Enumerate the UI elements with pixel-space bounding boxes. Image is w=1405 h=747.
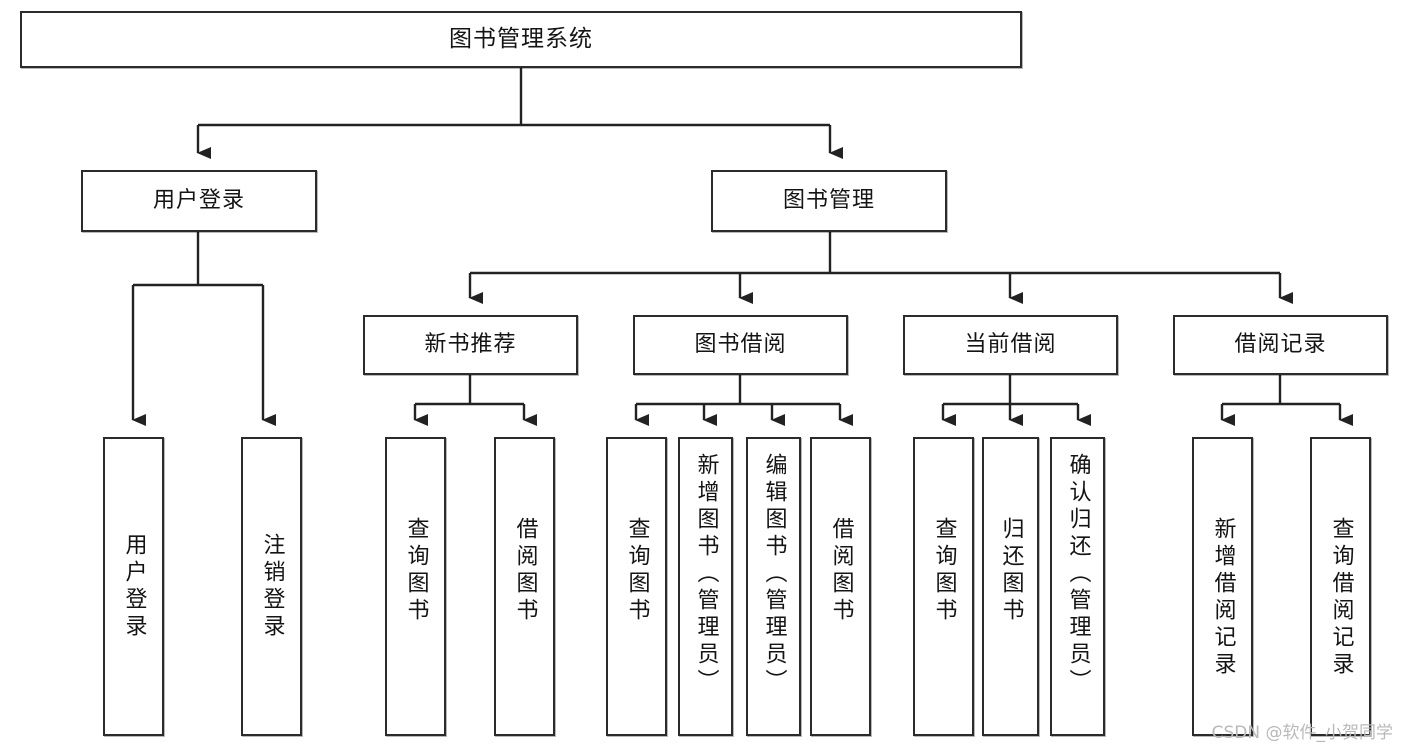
leaf-confirm-return[interactable]: 确认归还（管理员） xyxy=(1050,437,1105,736)
node-new-book-recommend-label: 新书推荐 xyxy=(424,332,517,358)
node-borrow-record[interactable]: 借阅记录 xyxy=(1173,315,1388,375)
node-book-management[interactable]: 图书管理 xyxy=(711,170,947,232)
leaf-borrow-book-2-label: 借阅图书 xyxy=(828,517,854,625)
leaf-query-record[interactable]: 查询借阅记录 xyxy=(1310,437,1371,736)
leaf-query-book-1-label: 查询图书 xyxy=(403,517,429,625)
leaf-return-book[interactable]: 归还图书 xyxy=(982,437,1039,736)
node-user-login-label: 用户登录 xyxy=(152,188,245,214)
leaf-query-book-3[interactable]: 查询图书 xyxy=(913,437,974,736)
leaf-logout-label: 注销登录 xyxy=(259,533,285,641)
leaf-confirm-return-label: 确认归还（管理员） xyxy=(1065,453,1091,696)
node-root-label: 图书管理系统 xyxy=(449,26,593,53)
leaf-query-book-2-label: 查询图书 xyxy=(624,517,650,625)
leaf-query-book-1[interactable]: 查询图书 xyxy=(385,437,446,736)
node-borrow-record-label: 借阅记录 xyxy=(1234,332,1327,358)
leaf-add-book[interactable]: 新增图书（管理员） xyxy=(678,437,733,736)
leaf-borrow-book-2[interactable]: 借阅图书 xyxy=(810,437,871,736)
node-root[interactable]: 图书管理系统 xyxy=(20,11,1022,68)
node-user-login[interactable]: 用户登录 xyxy=(81,170,317,232)
leaf-user-login[interactable]: 用户登录 xyxy=(103,437,164,736)
leaf-borrow-book-1[interactable]: 借阅图书 xyxy=(494,437,555,736)
node-new-book-recommend[interactable]: 新书推荐 xyxy=(363,315,578,375)
node-current-borrow[interactable]: 当前借阅 xyxy=(903,315,1118,375)
leaf-logout[interactable]: 注销登录 xyxy=(241,437,302,736)
leaf-borrow-book-1-label: 借阅图书 xyxy=(512,517,538,625)
node-current-borrow-label: 当前借阅 xyxy=(964,332,1057,358)
node-book-management-label: 图书管理 xyxy=(782,188,875,214)
node-book-borrow[interactable]: 图书借阅 xyxy=(633,315,848,375)
node-book-borrow-label: 图书借阅 xyxy=(694,332,787,358)
leaf-return-book-label: 归还图书 xyxy=(998,517,1024,625)
leaf-add-book-label: 新增图书（管理员） xyxy=(693,453,719,696)
leaf-add-record[interactable]: 新增借阅记录 xyxy=(1192,437,1253,736)
leaf-edit-book[interactable]: 编辑图书（管理员） xyxy=(746,437,801,736)
leaf-query-book-2[interactable]: 查询图书 xyxy=(606,437,667,736)
leaf-query-book-3-label: 查询图书 xyxy=(931,517,957,625)
leaf-add-record-label: 新增借阅记录 xyxy=(1210,517,1236,679)
leaf-query-record-label: 查询借阅记录 xyxy=(1328,517,1354,679)
leaf-edit-book-label: 编辑图书（管理员） xyxy=(761,453,787,696)
leaf-user-login-label: 用户登录 xyxy=(121,533,147,641)
watermark-text: CSDN @软件_小贺同学 xyxy=(1211,723,1393,743)
